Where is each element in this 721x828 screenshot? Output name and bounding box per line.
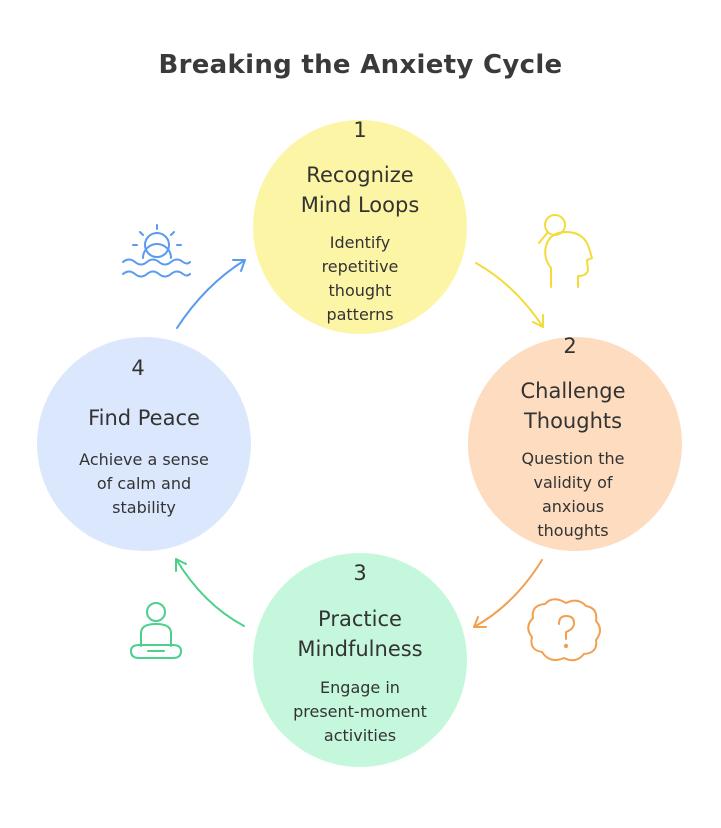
- step-4-heading: Find Peace: [39, 403, 249, 433]
- question-bubble-icon: [527, 598, 601, 662]
- step-3-description: Engage in present-moment activities: [255, 676, 465, 748]
- step-3-heading-line: Mindfulness: [297, 637, 423, 661]
- step-1-number: 1: [353, 118, 367, 142]
- arrow-step2-to-step3: [473, 559, 543, 628]
- step-2-desc-line: thoughts: [537, 521, 609, 540]
- step-4-circle: [37, 337, 251, 551]
- step-1-heading-line: Mind Loops: [300, 193, 420, 217]
- step-4-desc-line: stability: [112, 498, 176, 517]
- step-1-desc-line: patterns: [326, 305, 394, 324]
- step-1-desc-line: Identify: [329, 233, 391, 252]
- step-2-desc-line: Question the: [521, 449, 625, 468]
- step-3-desc-line: Engage in: [320, 678, 400, 697]
- step-3-circle: [253, 553, 467, 767]
- step-3-desc-line: activities: [323, 726, 397, 745]
- sunrise-waves-icon: [122, 224, 191, 278]
- step-4-desc-line: Achieve a sense: [79, 450, 209, 469]
- step-2-heading: Challenge Thoughts: [468, 376, 678, 436]
- step-2-number: 2: [563, 334, 577, 358]
- step-4-desc-line: of calm and: [96, 474, 192, 493]
- step-3-desc-line: present-moment: [293, 702, 427, 721]
- step-2-heading-line: Challenge: [520, 379, 626, 403]
- arrow-step1-to-step2: [475, 262, 544, 328]
- step-2-circle: [468, 337, 682, 551]
- step-1-description: Identify repetitive thought patterns: [255, 231, 465, 327]
- step-3-heading: Practice Mindfulness: [255, 604, 465, 664]
- diagram-title: Breaking the Anxiety Cycle: [158, 50, 563, 80]
- step-4-description: Achieve a sense of calm and stability: [39, 448, 249, 520]
- step-4-number: 4: [131, 356, 145, 380]
- step-3-number: 3: [353, 561, 367, 585]
- arrow-step3-to-step4: [175, 558, 245, 627]
- step-1-heading: Recognize Mind Loops: [255, 160, 465, 220]
- step-2-desc-line: validity of: [533, 473, 613, 492]
- step-1-desc-line: thought: [328, 281, 392, 300]
- arrow-step4-to-step1: [176, 259, 246, 329]
- step-1-desc-line: repetitive: [321, 257, 399, 276]
- step-4-heading-line: Find Peace: [88, 406, 200, 430]
- step-2-description: Question the validity of anxious thought…: [468, 447, 678, 543]
- step-2-heading-line: Thoughts: [523, 409, 623, 433]
- step-3-heading-line: Practice: [318, 607, 402, 631]
- person-magnifier-icon: [538, 214, 593, 288]
- step-2-desc-line: anxious: [541, 497, 605, 516]
- meditation-icon: [130, 602, 182, 659]
- step-1-circle: [253, 120, 467, 334]
- step-1-heading-line: Recognize: [306, 163, 414, 187]
